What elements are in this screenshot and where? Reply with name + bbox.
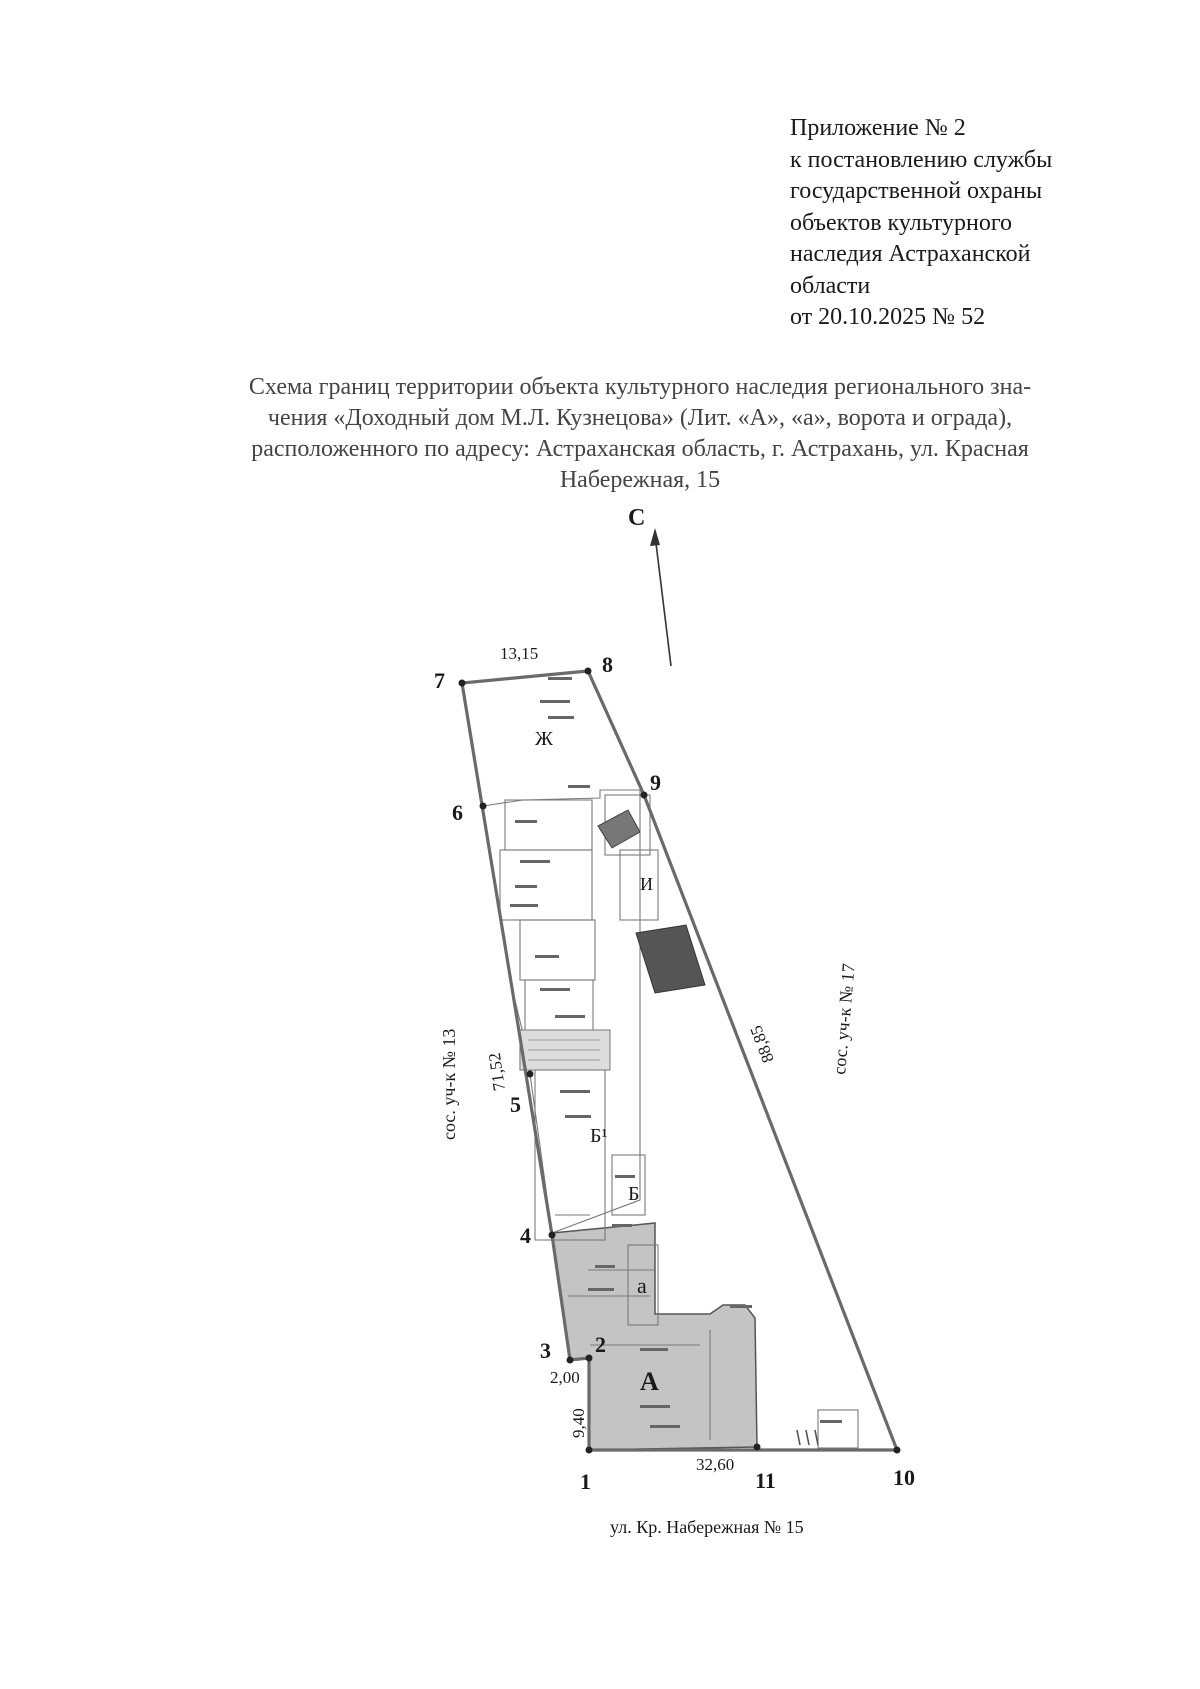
- dim-bottom: 32,60: [696, 1455, 734, 1474]
- dim-1-2: 9,40: [569, 1408, 588, 1438]
- building-Zh-label: Ж: [535, 728, 553, 750]
- sketch-annotations: [510, 677, 842, 1428]
- boundary-points: [458, 667, 901, 1454]
- building-a-label: а: [637, 1273, 647, 1298]
- dim-left: 71,52: [485, 1052, 509, 1093]
- title-line-4: Набережная, 15: [559, 467, 721, 493]
- appendix-block: Приложение № 2 к постановлению службы го…: [790, 113, 1150, 334]
- building-A-label: А: [640, 1367, 659, 1396]
- title-line-1: Схема границ территории объекта культурн…: [248, 374, 1032, 400]
- north-arrow: [654, 534, 672, 667]
- dim-right: 88,85: [746, 1023, 777, 1066]
- appendix-line-5: наследия Астраханской: [790, 241, 1031, 267]
- north-label: С: [628, 505, 645, 531]
- point-5-label: 5: [510, 1092, 521, 1117]
- hatch-marks: [796, 1429, 819, 1446]
- building-I-label: И: [640, 874, 653, 894]
- point-1-label: 1: [580, 1469, 591, 1494]
- appendix-line-4: объектов культурного: [790, 209, 1013, 236]
- title-line-3: расположенного по адресу: Астраханская о…: [251, 436, 1029, 462]
- point-11-label: 11: [755, 1468, 776, 1493]
- point-7-label: 7: [434, 668, 445, 693]
- neighbor-right-label: сос. уч-к № 17: [829, 963, 859, 1076]
- appendix-line-7: от 20.10.2025 № 52: [790, 304, 986, 330]
- street-label: ул. Кр. Набережная № 15: [610, 1517, 804, 1537]
- point-3-label: 3: [540, 1338, 551, 1363]
- dark-block-small: [597, 809, 641, 849]
- point-2-label: 2: [595, 1332, 606, 1357]
- point-9-label: 9: [650, 770, 661, 795]
- appendix-line-1: Приложение № 2: [790, 115, 966, 141]
- neighbor-left-label: сос. уч-к № 13: [439, 1029, 459, 1140]
- building-outlines: [482, 789, 859, 1449]
- scheme-title: Схема границ территории объекта культурн…: [150, 372, 1130, 496]
- point-8-label: 8: [602, 652, 613, 677]
- title-line-2: чения «Доходный дом М.Л. Кузнецова» (Лит…: [267, 405, 1013, 431]
- building-B1-label: Б¹: [590, 1125, 607, 1147]
- dim-top: 13,15: [500, 644, 538, 663]
- point-4-label: 4: [520, 1223, 531, 1248]
- appendix-line-6: области: [790, 272, 871, 299]
- north-arrow-head: [650, 528, 660, 546]
- appendix-line-2: к постановлению службы: [790, 146, 1053, 173]
- building-B-label: Б: [628, 1183, 639, 1205]
- dark-block-large: [635, 924, 706, 994]
- point-10-label: 10: [893, 1465, 915, 1490]
- appendix-line-3: государственной охраны: [790, 178, 1043, 204]
- point-6-label: 6: [452, 800, 463, 825]
- dim-2-3: 2,00: [550, 1368, 580, 1387]
- territory-boundary: [460, 669, 900, 1452]
